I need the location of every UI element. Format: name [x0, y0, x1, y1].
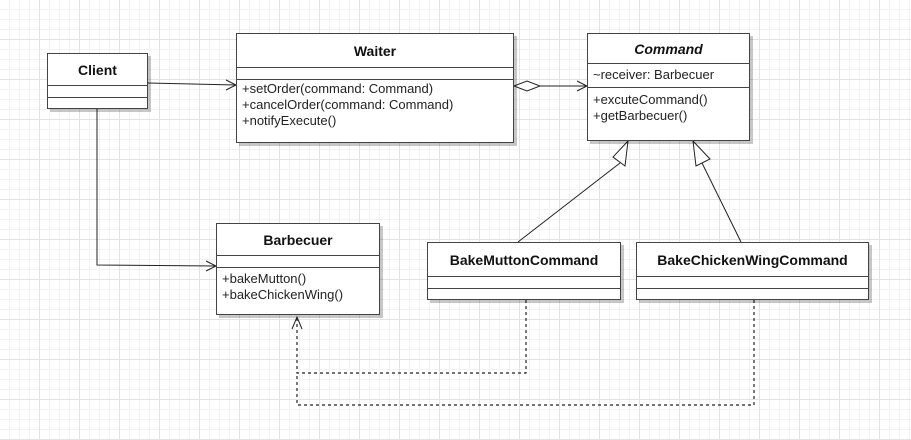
class-barbecuer-operations: +bakeMutton() +bakeChickenWing() [217, 268, 379, 306]
class-waiter-attributes [237, 68, 513, 80]
edge-client-waiter[interactable] [147, 79, 238, 91]
operation: +cancelOrder(command: Command) [242, 97, 454, 112]
operation: +setOrder(command: Command) [242, 81, 434, 96]
operation: +bakeMutton() [222, 271, 307, 286]
edge-bakemutton-command[interactable] [517, 139, 629, 243]
operation: +excuteCommand() [593, 92, 708, 107]
class-command[interactable]: Command ~receiver: Barbecuer +excuteComm… [587, 33, 750, 141]
class-bakechickenwingcommand-name: BakeChickenWingCommand [637, 243, 868, 277]
class-bakechickenwingcommand-operations [637, 289, 868, 299]
class-command-operations: +excuteCommand() +getBarbecuer() [588, 88, 749, 128]
edge-bakechicken-barbecuer[interactable] [296, 300, 755, 406]
class-barbecuer-name: Barbecuer [217, 224, 379, 256]
operation: +getBarbecuer() [593, 108, 688, 123]
class-waiter[interactable]: Waiter +setOrder(command: Command) +canc… [236, 33, 514, 143]
class-bakemuttoncommand-name: BakeMuttonCommand [428, 243, 620, 277]
class-bakechickenwingcommand[interactable]: BakeChickenWingCommand [636, 242, 869, 300]
class-client[interactable]: Client [47, 53, 148, 109]
attribute: ~receiver: Barbecuer [593, 67, 715, 82]
edge-bakechicken-command[interactable] [692, 139, 742, 243]
class-client-attributes [48, 86, 147, 98]
edge-bakemutton-barbecuer[interactable] [291, 300, 527, 374]
class-bakemuttoncommand[interactable]: BakeMuttonCommand [427, 242, 621, 300]
operation: +notifyExecute() [242, 113, 337, 128]
class-bakemuttoncommand-operations [428, 289, 620, 299]
edge-client-barbecuer[interactable] [96, 109, 218, 272]
class-bakechickenwingcommand-attributes [637, 277, 868, 289]
class-client-operations [48, 98, 147, 108]
class-client-name: Client [48, 54, 147, 86]
class-command-attributes: ~receiver: Barbecuer [588, 64, 749, 88]
class-barbecuer-attributes [217, 256, 379, 268]
class-command-name: Command [588, 34, 749, 64]
class-waiter-name: Waiter [237, 34, 513, 68]
class-barbecuer[interactable]: Barbecuer +bakeMutton() +bakeChickenWing… [216, 223, 380, 315]
class-waiter-operations: +setOrder(command: Command) +cancelOrder… [237, 80, 513, 130]
edge-waiter-command[interactable] [512, 80, 589, 92]
class-bakemuttoncommand-attributes [428, 277, 620, 289]
operation: +bakeChickenWing() [222, 287, 344, 302]
